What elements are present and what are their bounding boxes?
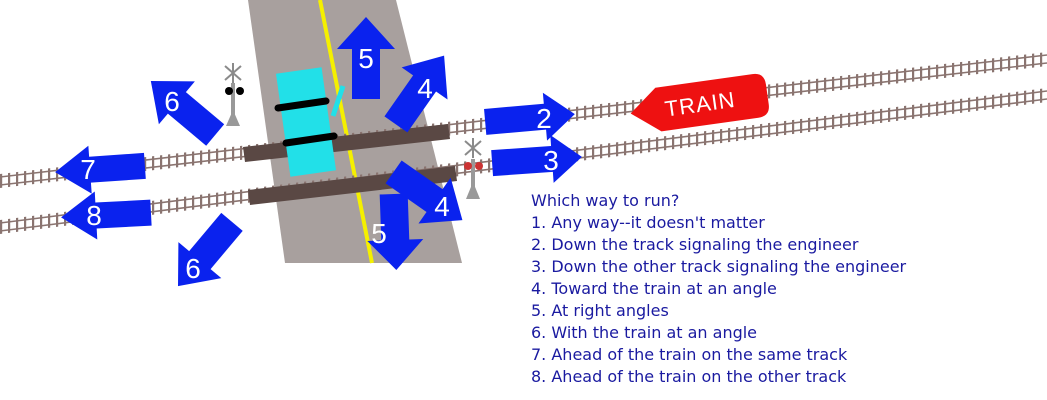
arrow-8-label: 8 <box>86 200 102 231</box>
arrow-5-top: 5 <box>337 17 395 99</box>
legend: Which way to run? 1. Any way--it doesn't… <box>531 190 906 388</box>
car <box>274 67 346 177</box>
train-marker: TRAIN <box>630 73 769 132</box>
legend-item-7: 7. Ahead of the train on the same track <box>531 345 848 364</box>
legend-item-1: 1. Any way--it doesn't matter <box>531 213 765 232</box>
legend-item-3: 3. Down the other track signaling the en… <box>531 257 907 276</box>
crossing-signal-right <box>464 138 483 199</box>
arrow-4-top: 4 <box>384 55 448 133</box>
arrow-7-label: 7 <box>80 154 96 185</box>
arrow-3: 3 <box>491 135 582 183</box>
arrow-4-bottom: 4 <box>385 160 463 224</box>
legend-title: Which way to run? <box>531 191 680 210</box>
arrow-4-bottom-label: 4 <box>434 191 450 222</box>
arrow-6-top-label: 6 <box>164 86 180 117</box>
legend-item-4: 4. Toward the train at an angle <box>531 279 777 298</box>
arrow-4-top-label: 4 <box>417 73 433 104</box>
arrow-2-label: 2 <box>536 103 552 134</box>
legend-item-5: 5. At right angles <box>531 301 669 320</box>
crossing-signal-left <box>224 63 244 126</box>
arrow-5-bottom-label: 5 <box>371 218 387 249</box>
escape-arrows: 5 4 6 2 3 7 8 4 <box>55 17 582 287</box>
arrow-2: 2 <box>484 92 575 141</box>
arrow-6-bottom: 6 <box>178 212 243 287</box>
legend-item-6: 6. With the train at an angle <box>531 323 758 342</box>
arrow-8: 8 <box>61 191 152 240</box>
arrow-7: 7 <box>55 145 146 194</box>
arrow-6-bottom-label: 6 <box>185 253 201 284</box>
arrow-3-label: 3 <box>543 145 559 176</box>
road-center-line <box>318 0 374 264</box>
arrow-6-top: 6 <box>150 81 225 146</box>
arrow-5-top-label: 5 <box>358 43 374 74</box>
arrow-5-bottom: 5 <box>367 193 424 270</box>
legend-item-2: 2. Down the track signaling the engineer <box>531 235 859 254</box>
legend-item-8: 8. Ahead of the train on the other track <box>531 367 847 386</box>
